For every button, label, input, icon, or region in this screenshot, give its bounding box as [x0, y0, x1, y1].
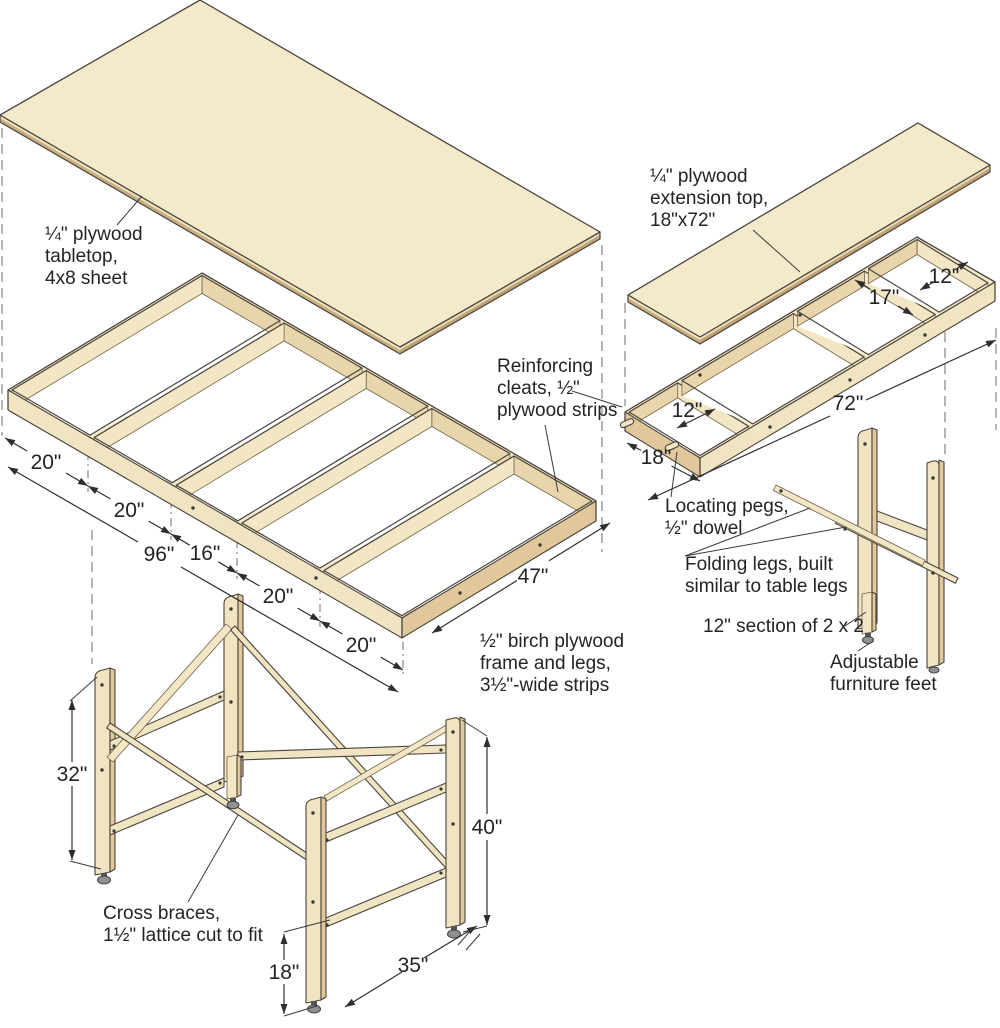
detail-fold-brace	[772, 484, 926, 566]
label-reinforcing-cleats: Reinforcing cleats, ½" plywood strips	[497, 356, 623, 493]
dim-16: 16"	[190, 542, 221, 565]
extension-sheet	[627, 122, 991, 345]
svg-text:tabletop,: tabletop,	[45, 246, 118, 267]
svg-text:Adjustable: Adjustable	[830, 652, 919, 673]
svg-text:4x8 sheet: 4x8 sheet	[45, 268, 128, 289]
svg-text:1½" lattice cut to fit: 1½" lattice cut to fit	[103, 925, 264, 946]
svg-text:Folding legs, built: Folding legs, built	[685, 554, 834, 575]
dim-20-1: 20"	[31, 451, 62, 474]
svg-text:Reinforcing: Reinforcing	[497, 356, 593, 377]
rear-diagonal-brace	[106, 623, 233, 763]
svg-text:32": 32"	[57, 763, 88, 786]
dim-20-4: 20"	[346, 634, 377, 657]
dim-40: 40"	[461, 719, 503, 933]
locating-peg	[664, 441, 680, 452]
label-folding-legs: Folding legs, built similar to table leg…	[684, 507, 848, 597]
detail-2x2-section	[861, 591, 877, 644]
svg-text:18": 18"	[641, 446, 672, 469]
dim-18-legs: 18"	[269, 919, 331, 1017]
label-birch-frame: ½" birch plywood frame and legs, 3½"-wid…	[480, 631, 624, 696]
leg-2x2-section	[226, 754, 242, 810]
detail-rail	[876, 510, 928, 541]
frame-bay	[175, 369, 429, 522]
dim-32: 32"	[57, 676, 102, 870]
svg-text:18": 18"	[269, 961, 300, 984]
dim-chain: 20" 20" 16" 20" 20"	[4, 437, 404, 671]
svg-text:40": 40"	[472, 816, 503, 839]
svg-text:extension top,: extension top,	[650, 188, 768, 209]
svg-text:frame and legs,: frame and legs,	[480, 653, 611, 674]
tabletop-sheet	[0, 0, 601, 355]
frame-bay	[11, 274, 281, 436]
extension-top-face	[627, 122, 991, 338]
svg-text:¼" plywood: ¼" plywood	[650, 166, 748, 187]
table-frame	[7, 272, 597, 639]
svg-text:18"x72": 18"x72"	[650, 210, 715, 231]
svg-text:furniture feet: furniture feet	[830, 674, 937, 695]
svg-text:3½"-wide strips: 3½"-wide strips	[480, 675, 609, 696]
svg-text:96": 96"	[144, 543, 175, 566]
dim-20-3: 20"	[263, 585, 294, 608]
dim-47: 47"	[431, 522, 611, 634]
rear-upper-rail	[109, 690, 225, 751]
dim-35: 35"	[344, 925, 481, 1008]
folding-leg-detail	[772, 427, 959, 674]
frame-bay	[93, 322, 363, 484]
label-extension-top: ¼" plywood extension top, 18"x72"	[650, 166, 801, 273]
detail-left-leg	[857, 427, 878, 630]
svg-text:similar to table legs: similar to table legs	[685, 576, 848, 597]
svg-text:¼" plywood: ¼" plywood	[45, 224, 143, 245]
dimensions: 20" 20" 16" 20" 20" 96" 47" 72" 18"	[4, 261, 997, 1017]
label-locating-pegs: Locating pegs, ½" dowel	[665, 451, 789, 539]
leg-assembly	[94, 593, 466, 1014]
cross-brace-long-2	[106, 722, 323, 869]
tabletop-top-face	[0, 0, 601, 348]
dim-96: 96"	[7, 466, 399, 693]
rear-lower-rail	[109, 777, 225, 836]
dim-20-2: 20"	[114, 499, 145, 522]
svg-text:Locating pegs,: Locating pegs,	[665, 496, 789, 517]
locating-peg	[619, 418, 635, 429]
svg-text:35": 35"	[398, 954, 429, 977]
svg-text:72": 72"	[833, 392, 864, 415]
label-cross-braces: Cross braces, 1½" lattice cut to fit	[103, 814, 264, 946]
annotations: ¼" plywood tabletop, 4x8 sheet ¼" plywoo…	[45, 166, 937, 946]
front-left-leg	[305, 796, 327, 1014]
detail-right-leg	[926, 459, 945, 674]
dim-72: 72"	[647, 339, 997, 501]
svg-text:47": 47"	[518, 565, 549, 588]
label-2x2-section: 12" section of 2 x 2	[703, 611, 867, 637]
svg-text:12": 12"	[929, 265, 960, 288]
svg-text:½" birch plywood: ½" birch plywood	[480, 631, 624, 652]
dim-18-extension: 18"	[626, 442, 701, 482]
rear-left-leg	[94, 667, 116, 885]
front-lower-rail	[320, 867, 447, 930]
svg-text:17": 17"	[869, 286, 900, 309]
front-right-leg	[445, 716, 466, 939]
svg-text:plywood strips: plywood strips	[497, 400, 617, 421]
svg-text:12" section of 2 x 2: 12" section of 2 x 2	[703, 616, 864, 637]
svg-text:½" dowel: ½" dowel	[665, 518, 743, 539]
label-tabletop: ¼" plywood tabletop, 4x8 sheet	[45, 195, 143, 289]
label-adjustable-feet: Adjustable furniture feet	[830, 642, 937, 695]
svg-text:12": 12"	[672, 399, 703, 422]
dim-12-right: 12"	[919, 261, 969, 291]
dim-12-left: 12"	[672, 399, 716, 429]
dim-17: 17"	[854, 279, 914, 316]
svg-text:cleats, ½": cleats, ½"	[497, 378, 580, 399]
svg-text:Cross braces,: Cross braces,	[103, 903, 220, 924]
